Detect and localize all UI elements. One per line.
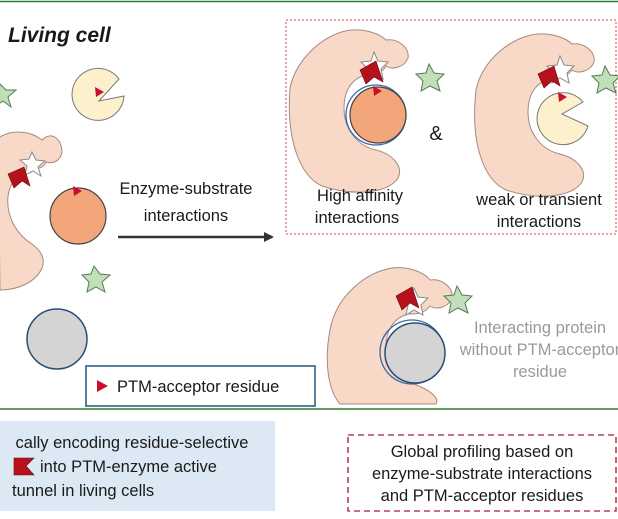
ampersand: & [429,123,443,145]
global-profiling-panel [347,434,617,512]
no-ptm-line2: without PTM-acceptor [459,341,618,359]
legend-box [85,365,316,407]
living-cell-title: Living cell [8,24,112,47]
bottom-right-line1: Global profiling based on [391,443,574,461]
bottom-left-line1: cally encoding residue-selective [16,434,249,452]
enzyme-with-probe-icon [0,131,63,291]
no-ptm-complex-icon [326,267,453,405]
probe-flag-icon [13,457,35,476]
star-ligand-icon [414,62,446,92]
high-affinity-line2: interactions [315,209,399,227]
ptm-residue-triangle-icon [97,380,108,392]
genetic-encoding-panel [0,421,275,511]
weak-line2: interactions [497,213,581,231]
arrow-label-line1: Enzyme-substrate [120,180,253,198]
no-ptm-line1: Interacting protein [474,319,606,337]
star-ligand-icon [80,264,112,294]
high-affinity-line1: High affinity [317,187,404,205]
high-affinity-complex-icon [288,29,409,193]
bottom-right-line2: enzyme-substrate interactions [372,465,592,483]
orange-substrate-protein-icon [49,186,107,245]
star-ligand-icon [590,64,618,94]
bottom-left-line3: tunnel in living cells [12,482,154,500]
pacman-protein-icon [71,67,125,121]
no-ptm-line3: residue [513,363,567,381]
star-ligand-icon [0,83,18,109]
bottom-right-line3: and PTM-acceptor residues [381,487,584,505]
star-ligand-icon [442,284,474,314]
bottom-left-line2: into PTM-enzyme active [40,458,217,476]
weak-line1: weak or transient [475,191,602,209]
interaction-results-box [285,19,617,235]
weak-transient-complex-icon [474,33,595,197]
legend-label: PTM-acceptor residue [117,378,279,396]
arrow-label-line2: interactions [144,207,228,225]
grey-non-ptm-protein-icon [26,308,88,370]
